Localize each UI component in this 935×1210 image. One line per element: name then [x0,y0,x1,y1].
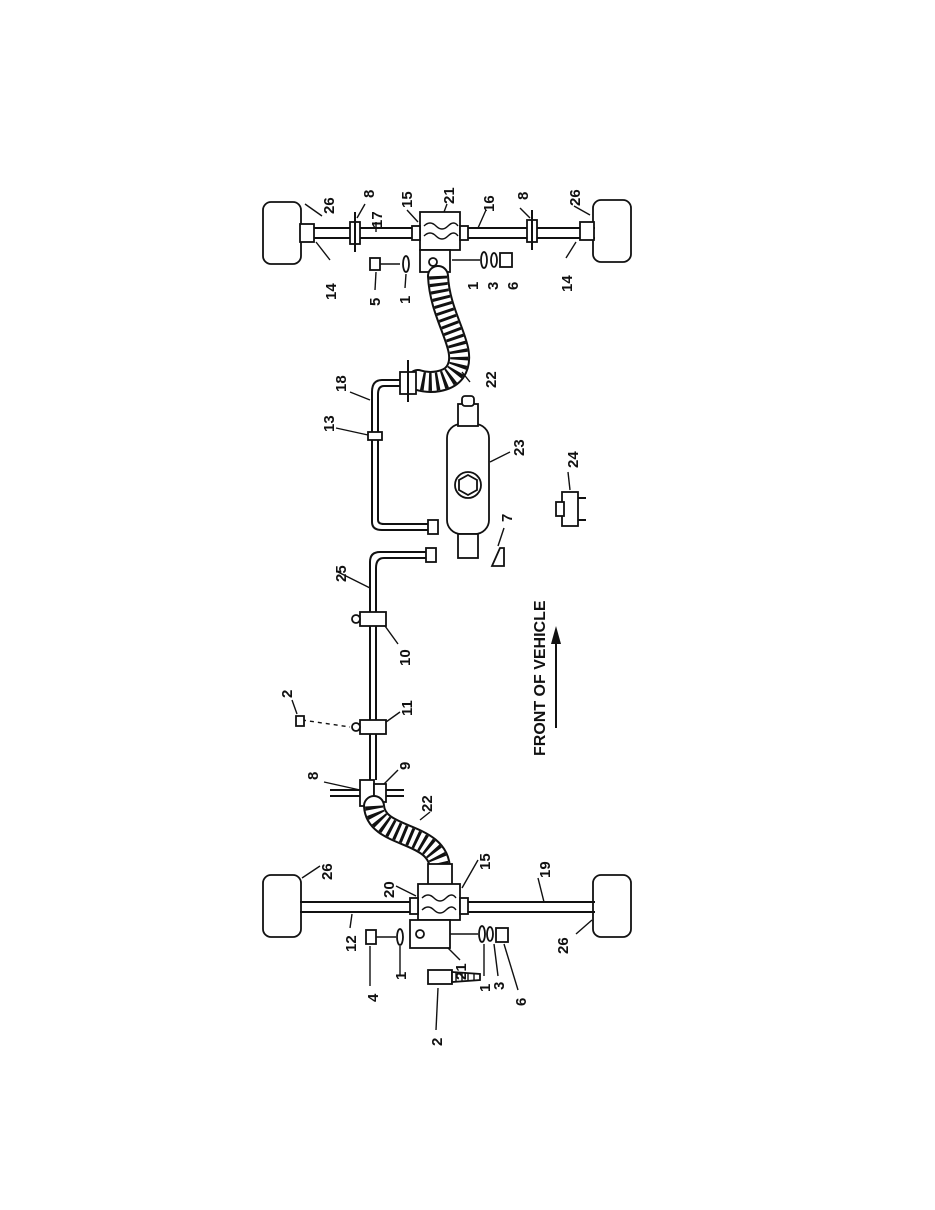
callout-26: 26 [319,863,336,880]
callout-14: 14 [323,283,340,300]
callout-1: 1 [397,296,414,304]
brake-tube-clip-11 [291,699,401,735]
callout-3: 3 [485,282,502,290]
callout-6: 6 [505,282,522,290]
rear-junction-block [419,211,461,251]
rear-left-brake-drum [262,201,302,265]
callout-4: 4 [365,993,382,1002]
front-of-vehicle-label: FRONT OF VEHICLE [532,600,549,756]
callout-2: 2 [279,690,296,698]
callout-9: 9 [397,762,414,770]
callout-19: 19 [537,861,554,878]
rear-axle-assembly [262,199,632,291]
brake-master-cylinder [446,395,511,559]
callout-10: 10 [397,649,414,666]
callout-5: 5 [367,298,384,306]
callout-24: 24 [565,451,582,468]
callout-8: 8 [361,190,378,198]
brake-tube-clip-10 [351,611,399,645]
brake-tee-fitting [555,471,586,527]
rear-brake-tube [335,379,439,535]
callout-1: 1 [393,972,410,980]
front-flexible-brake-hose [363,795,453,887]
callout-17: 17 [369,211,386,228]
callout-21: 21 [441,187,458,204]
callout-23: 23 [511,439,528,456]
callout-25: 25 [333,565,350,582]
front-axle-assembly [262,859,632,1031]
callout-15: 15 [477,853,494,870]
callout-22: 22 [483,371,500,388]
bulkhead-fitting [323,769,404,807]
callout-3: 3 [491,982,508,990]
callout-26: 26 [567,189,584,206]
callout-8: 8 [305,772,322,780]
callout-6: 6 [513,998,530,1006]
callout-1: 1 [465,282,482,290]
callout-21: 21 [453,963,470,980]
callout-11: 11 [399,700,416,716]
callout-12: 12 [343,935,360,952]
callout-1: 1 [477,984,494,992]
rear-right-brake-drum [592,199,632,263]
callout-7: 7 [499,514,516,522]
callout-14: 14 [559,275,576,292]
reservoir-cap [490,527,505,567]
callout-labels: 26 8 15 21 16 8 26 17 14 14 5 1 1 3 6 18… [279,187,584,1046]
front-junction-block [417,883,461,921]
callout-8: 8 [515,192,532,200]
callout-13: 13 [321,415,338,432]
front-right-brake-drum [592,874,632,938]
rear-flexible-brake-hose [399,265,471,402]
front-brake-tube [337,547,437,780]
callout-20: 20 [381,881,398,898]
callout-15: 15 [399,191,416,208]
callout-2: 2 [429,1038,446,1046]
callout-16: 16 [481,195,498,212]
callout-22: 22 [419,795,436,812]
callout-26: 26 [555,937,572,954]
front-left-brake-drum [262,874,302,938]
callout-18: 18 [333,375,350,392]
callout-26: 26 [321,197,338,214]
front-of-vehicle-arrow [551,626,561,728]
